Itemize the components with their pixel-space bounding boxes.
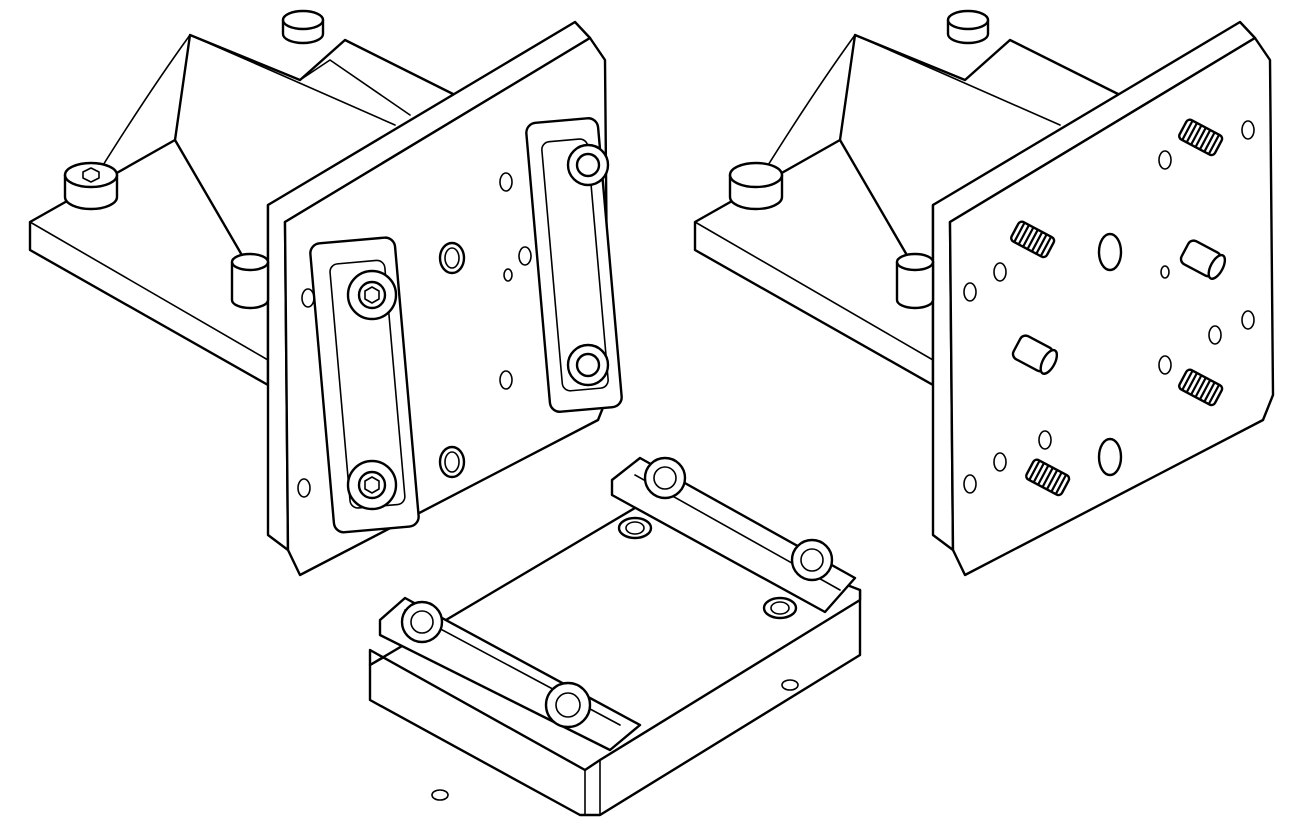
cap-screws [728, 9, 990, 310]
bracket-with-rails [28, 9, 623, 577]
cap-screws [63, 9, 325, 310]
holes [963, 120, 1255, 494]
dowel-pins [1011, 239, 1227, 375]
base-plate-with-rails [368, 456, 862, 817]
clamp-rail-front [378, 596, 642, 752]
bracket-with-studs [693, 9, 1275, 577]
clamp-rail-left [309, 236, 420, 534]
threaded-studs [1010, 118, 1224, 497]
holes [297, 172, 532, 498]
clamp-rail-right [525, 117, 623, 413]
mounting-plate [948, 36, 1275, 577]
clamp-rail-back [610, 456, 857, 614]
